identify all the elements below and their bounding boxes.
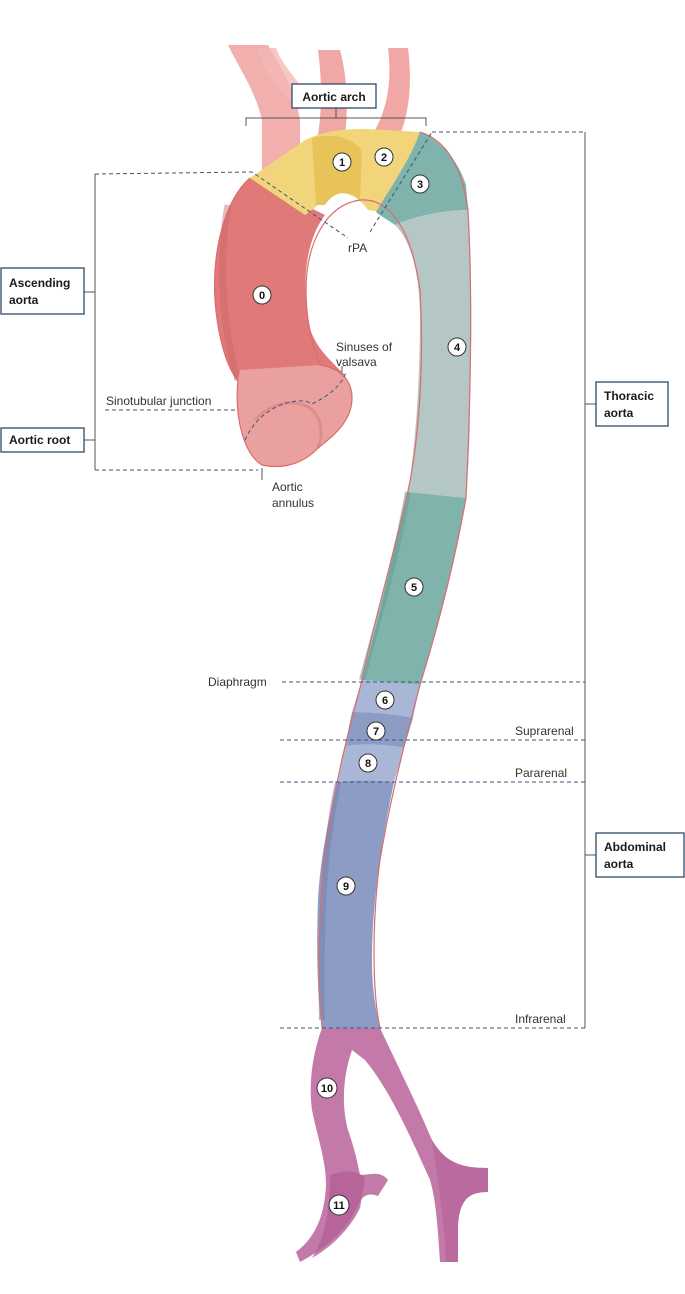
svg-text:Aortic arch: Aortic arch xyxy=(302,90,365,104)
svg-text:10: 10 xyxy=(321,1083,333,1095)
svg-text:5: 5 xyxy=(411,582,417,594)
annulus-label-line1: Aortic xyxy=(272,480,303,494)
sinuses-label-line1: Sinuses of xyxy=(336,340,393,354)
rpa-label: rPA xyxy=(348,241,367,255)
ascending-aorta-box: Ascending aorta xyxy=(0,267,85,315)
svg-text:11: 11 xyxy=(333,1200,345,1212)
aortic-root-box: Aortic root xyxy=(0,427,85,453)
segment-marker-10: 10 xyxy=(316,1077,338,1099)
sinotubular-junction-label: Sinotubular junction xyxy=(106,394,211,408)
annulus-label-line2: annulus xyxy=(272,496,314,510)
segment-marker-5: 5 xyxy=(404,577,424,597)
aorta-outline xyxy=(213,177,423,1029)
svg-text:3: 3 xyxy=(417,179,423,191)
iliac-arteries-region xyxy=(296,1028,488,1262)
landmark-lines xyxy=(94,131,585,1029)
segment-9-region xyxy=(317,780,394,1028)
sinuses-label-line2: valsava xyxy=(336,355,377,369)
svg-text:6: 6 xyxy=(382,695,388,707)
ascending-aorta-segment xyxy=(214,178,345,385)
segment-marker-8: 8 xyxy=(358,753,378,773)
segment-marker-3: 3 xyxy=(410,174,430,194)
aortic-arch-box: Aortic arch xyxy=(291,83,377,109)
segment-4-region xyxy=(395,210,472,498)
segment-marker-1: 1 xyxy=(332,152,352,172)
abdominal-aorta-box: Abdominal aorta xyxy=(595,832,685,878)
svg-text:Aortic root: Aortic root xyxy=(9,433,70,447)
svg-text:7: 7 xyxy=(373,726,379,738)
svg-text:9: 9 xyxy=(343,881,349,893)
pararenal-label: Pararenal xyxy=(515,766,567,780)
segment-marker-9: 9 xyxy=(336,876,356,896)
segment-marker-4: 4 xyxy=(447,337,467,357)
infrarenal-label: Infrarenal xyxy=(515,1012,566,1026)
region-brackets xyxy=(84,106,596,1028)
diaphragm-label: Diaphragm xyxy=(208,675,267,689)
svg-text:aorta: aorta xyxy=(604,857,634,871)
segment-marker-6: 6 xyxy=(375,690,395,710)
aortic-root-region xyxy=(237,365,352,467)
segment-marker-7: 7 xyxy=(366,721,386,741)
thoracic-aorta-box: Thoracic aorta xyxy=(595,381,669,427)
svg-text:4: 4 xyxy=(454,342,461,354)
segment-marker-2: 2 xyxy=(374,147,394,167)
svg-text:1: 1 xyxy=(339,157,345,169)
svg-text:aorta: aorta xyxy=(604,406,634,420)
suprarenal-label: Suprarenal xyxy=(515,724,574,738)
segment-marker-11: 11 xyxy=(328,1194,350,1216)
svg-text:0: 0 xyxy=(259,290,265,302)
svg-text:2: 2 xyxy=(381,152,387,164)
svg-text:Ascending: Ascending xyxy=(9,276,70,290)
segment-marker-0: 0 xyxy=(252,285,272,305)
svg-text:aorta: aorta xyxy=(9,293,39,307)
svg-text:Thoracic: Thoracic xyxy=(604,389,654,403)
svg-text:8: 8 xyxy=(365,758,371,770)
svg-text:Abdominal: Abdominal xyxy=(604,840,666,854)
